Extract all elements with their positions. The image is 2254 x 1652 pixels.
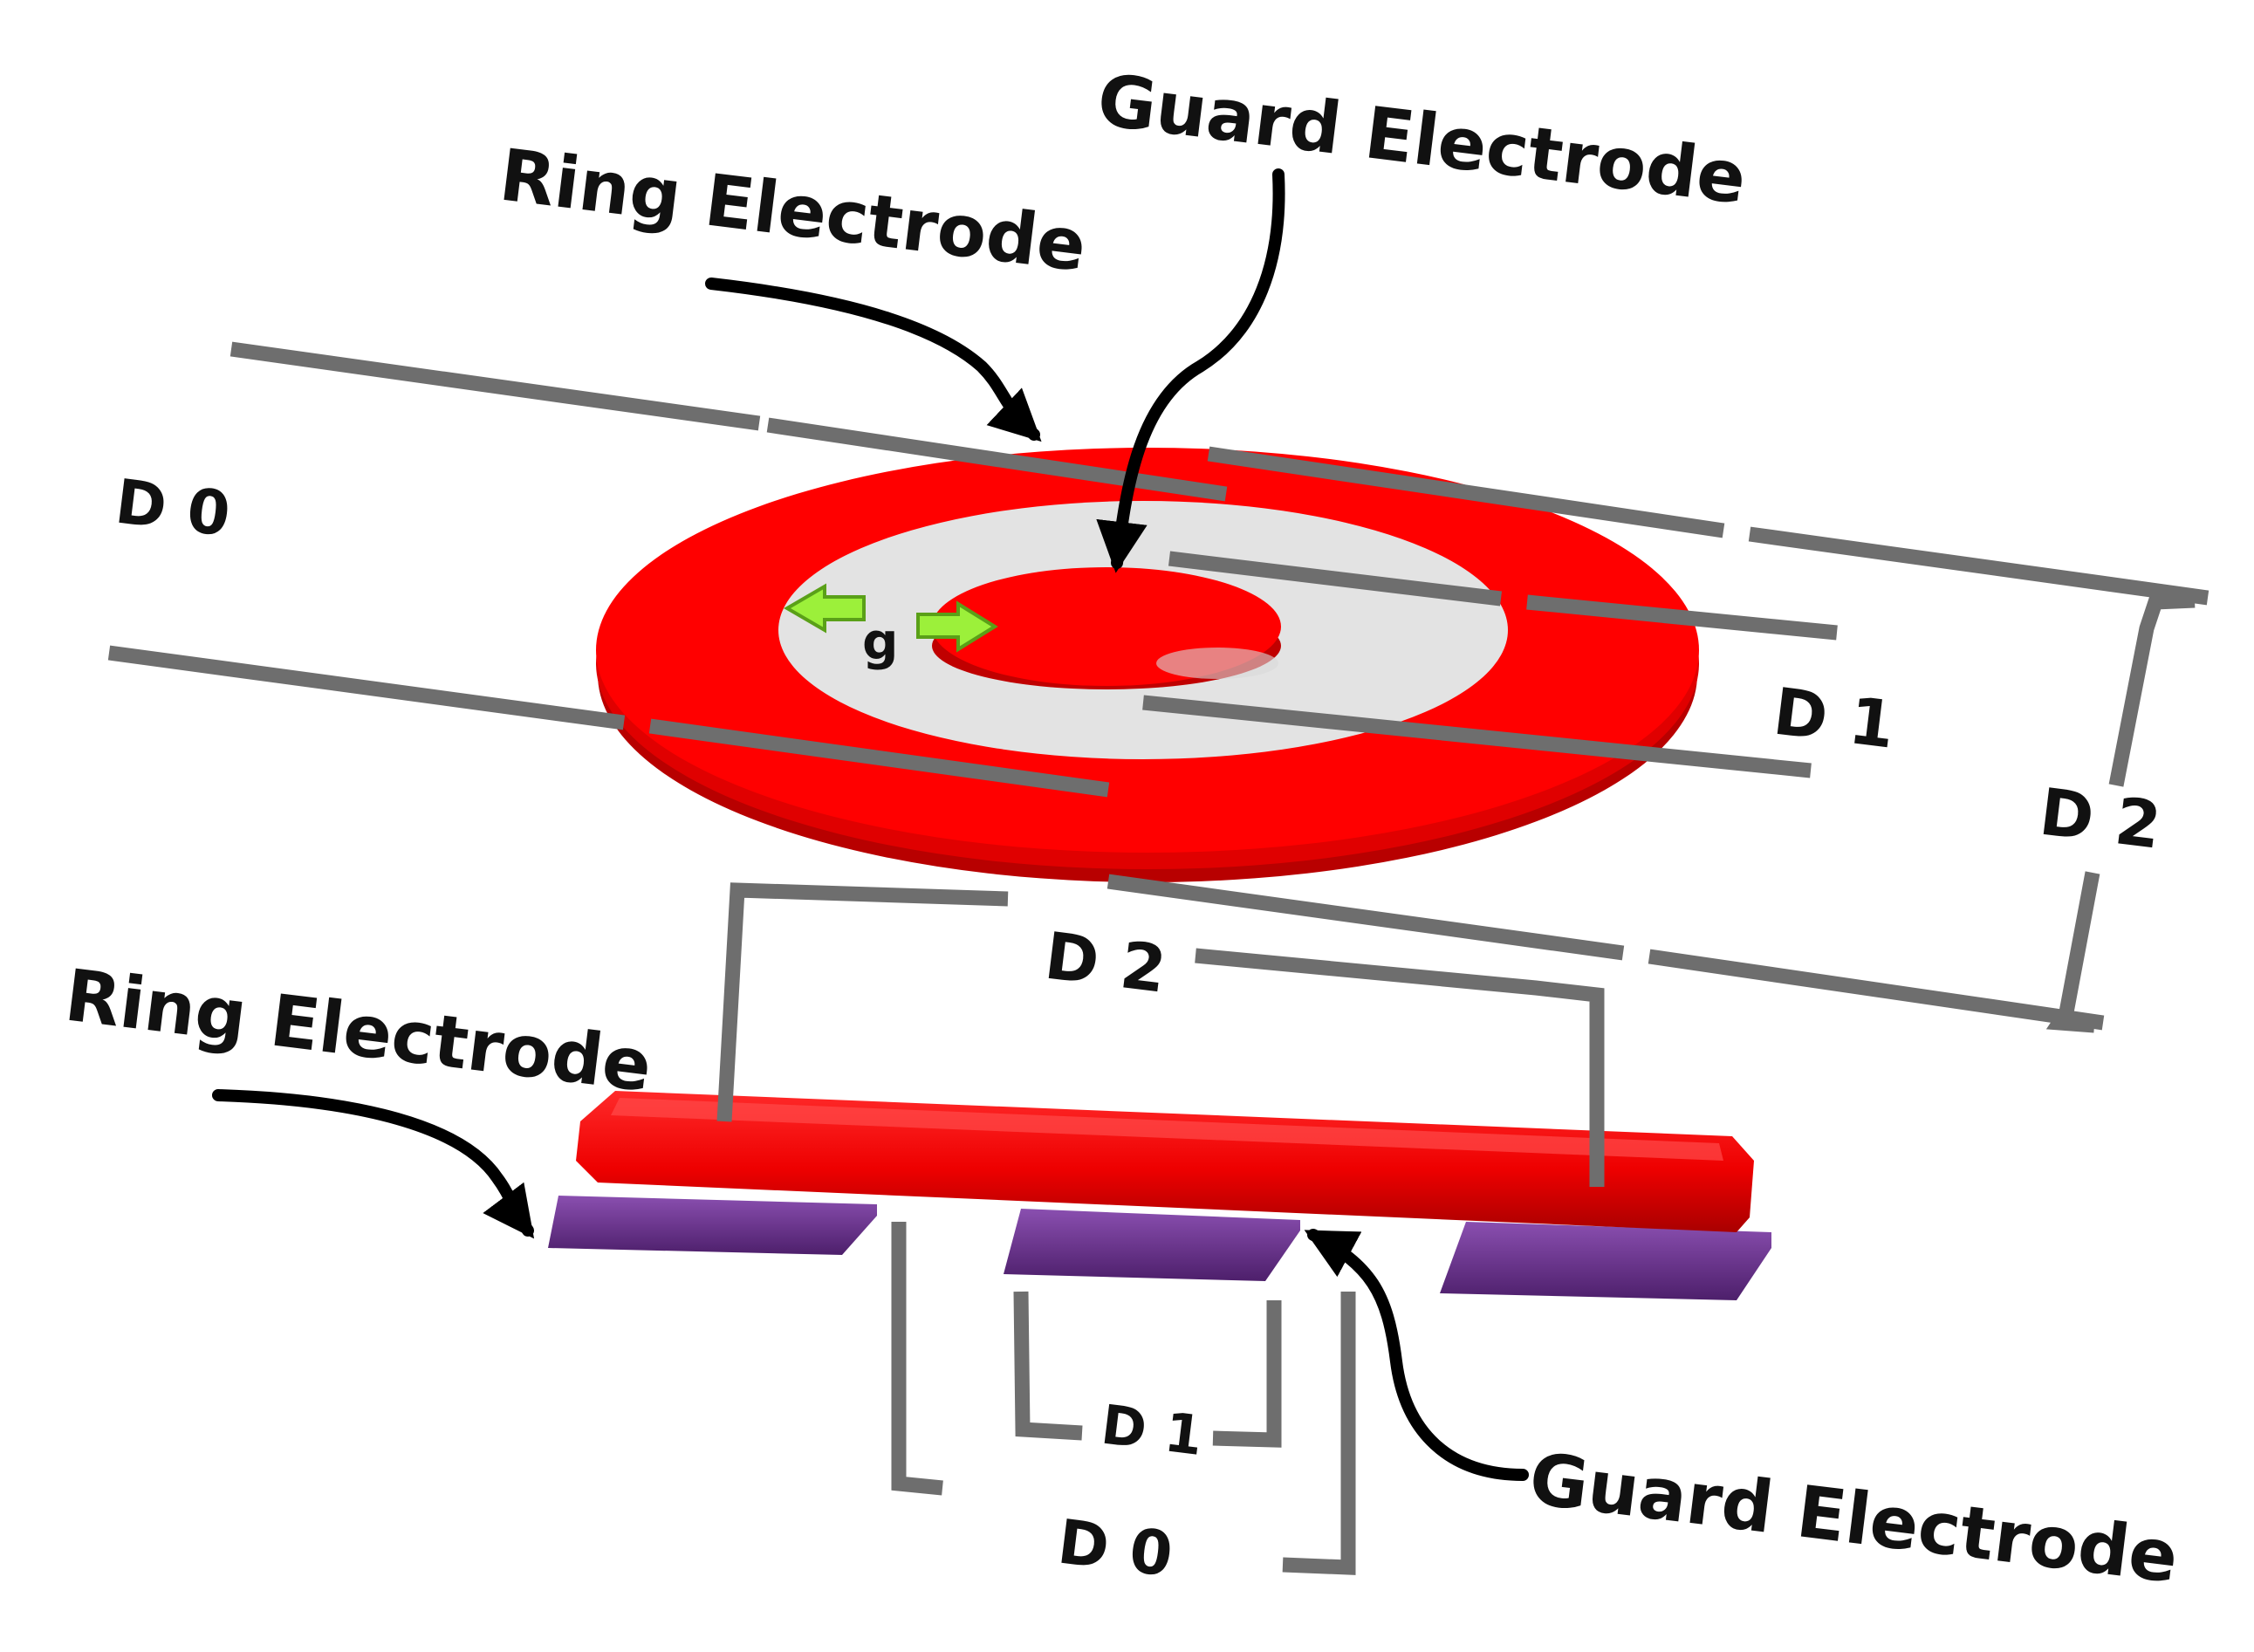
cross-section (548, 1091, 1771, 1300)
ring-electrode-label-top: Ring Electrode (496, 134, 1091, 289)
top-view-electrodes (596, 448, 1699, 882)
guard-electrode-shadow (1156, 648, 1278, 679)
guard-electrode-label-bottom: Guard Electrode (1525, 1438, 2182, 1600)
gap-arrow-right-icon (916, 600, 998, 653)
top-dimension-lines (107, 341, 2209, 1033)
dimension-d2-right: D 2 (2036, 775, 2165, 864)
dimension-d0-bottom: D 0 (1054, 1505, 1176, 1590)
gap-arrows (784, 583, 998, 653)
dimension-d0-top: D 0 (112, 465, 234, 550)
dimension-d1-bottom: D 1 (1098, 1392, 1206, 1468)
electrode-bar-highlight (611, 1098, 1723, 1161)
ring-electrode-label-bottom: Ring Electrode (61, 955, 656, 1109)
ring-bottom-pointer-icon (212, 1089, 535, 1239)
ring-top-pointer-icon (705, 278, 1042, 442)
base-pad-center (1004, 1209, 1300, 1281)
bottom-dimension-lines (716, 882, 1605, 1575)
electrode-bar (576, 1091, 1754, 1232)
gap-arrow-left-icon (784, 583, 866, 634)
dimension-d1-top: D 1 (1770, 675, 1899, 764)
gap-label: g (862, 612, 899, 671)
dimension-d2-middle: D 2 (1041, 919, 1170, 1008)
guard-electrode-label-top: Guard Electrode (1093, 59, 1750, 221)
guard-bottom-pointer-icon (1304, 1229, 1529, 1481)
base-pad-right (1440, 1222, 1771, 1300)
base-pad-left (548, 1196, 877, 1255)
guard-top-pointer-icon (1096, 168, 1285, 573)
pointer-arrows (212, 168, 1529, 1481)
